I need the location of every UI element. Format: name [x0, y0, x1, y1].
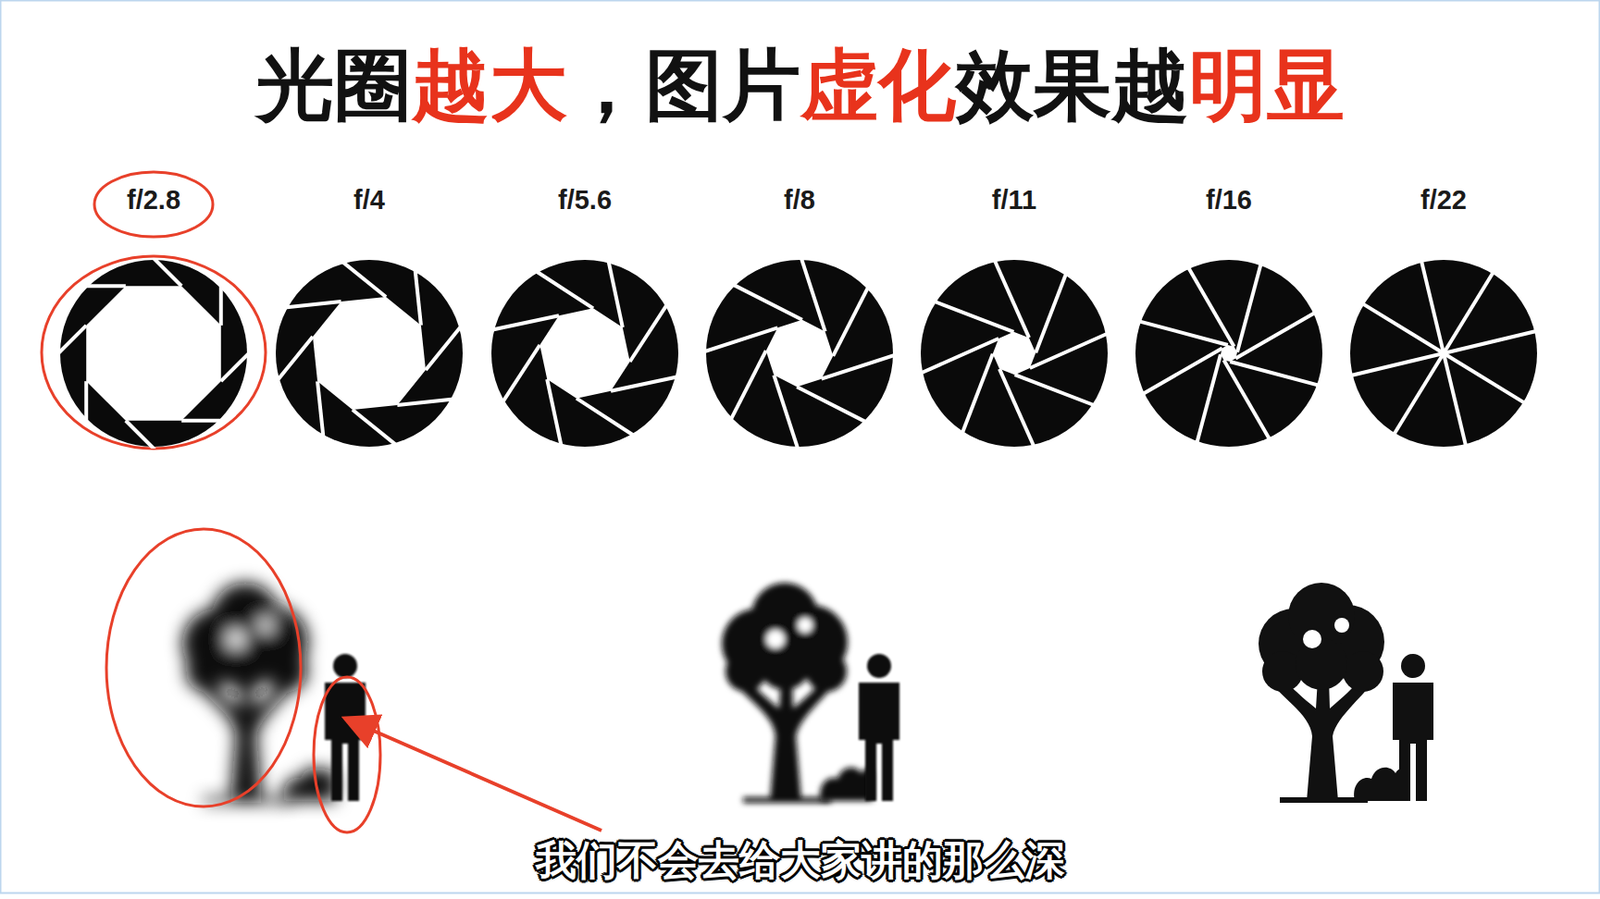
- f-number: f/5.6: [478, 181, 692, 219]
- aperture-icon: f/11: [907, 181, 1121, 449]
- aperture-blades: [273, 258, 465, 449]
- aperture-blades: [1348, 258, 1539, 449]
- f-number: f/22: [1337, 181, 1551, 219]
- aperture-blades: [704, 258, 895, 449]
- medium-scene: [721, 582, 900, 804]
- aperture-blades: [1133, 258, 1325, 449]
- slide-title: 光圈越大，图片虚化效果越明显: [0, 40, 1600, 131]
- title-segment: ，图片: [567, 39, 801, 131]
- f-number: f/16: [1122, 181, 1336, 219]
- red-annotations: [41, 172, 602, 833]
- title-segment: 效果越: [955, 39, 1190, 131]
- title-highlight: 明显: [1189, 39, 1345, 131]
- f-number: f/4: [262, 181, 476, 219]
- f-number: f/8: [693, 181, 906, 219]
- aperture-icon: f/4: [262, 181, 476, 449]
- title-segment: 光圈: [256, 39, 412, 131]
- f-number: f/2.8: [47, 181, 261, 219]
- blurred-scene: [182, 582, 366, 804]
- aperture-icon: f/5.6: [478, 181, 692, 449]
- aperture-blades: [58, 258, 249, 449]
- title-highlight: 越大: [411, 39, 568, 131]
- title-highlight: 虚化: [800, 39, 956, 131]
- sharp-scene: [1258, 582, 1434, 804]
- aperture-icon: f/8: [693, 181, 906, 449]
- aperture-icon: f/16: [1122, 181, 1336, 449]
- aperture-icon: f/22: [1337, 181, 1551, 449]
- aperture-blades: [489, 258, 681, 449]
- f-number: f/11: [907, 181, 1121, 219]
- aperture-icon: f/2.8: [47, 181, 261, 449]
- aperture-blades: [918, 258, 1110, 449]
- video-subtitle: 我们不会去给大家讲的那么深: [0, 836, 1600, 886]
